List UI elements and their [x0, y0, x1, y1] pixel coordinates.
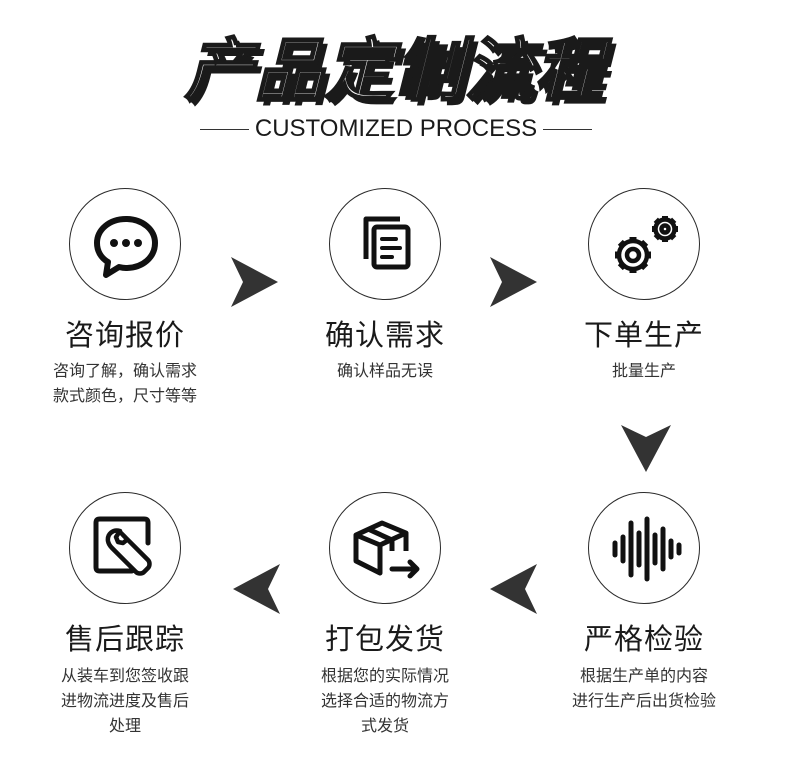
sound-wave-icon: [612, 516, 682, 582]
step-6-circle: [69, 492, 181, 604]
step-6-desc-line-2: 进物流进度及售后: [60, 691, 189, 710]
step-5-title: 打包发货: [324, 622, 445, 656]
documents-icon: [363, 216, 411, 270]
step-3-desc: 批量生产: [529, 358, 759, 383]
step-2-desc: 确认样品无误: [270, 358, 500, 383]
step-4-title: 严格检验: [583, 622, 704, 656]
arrow-left-icon: [233, 564, 280, 614]
step-6-desc-line-3: 处理: [108, 716, 141, 735]
step-4-circle: [588, 492, 700, 604]
page-title: 产品定制流程: [184, 31, 605, 113]
chat-bubble-icon: [94, 216, 158, 278]
step-1-circle: [69, 188, 181, 300]
step-3-title: 下单生产: [583, 318, 704, 352]
step-1-desc-line-1: 咨询了解，确认需求: [52, 361, 197, 380]
step-2-desc-line-1: 确认样品无误: [336, 361, 433, 380]
step-5-desc-line-3: 式发货: [360, 716, 409, 735]
arrow-right-icon: [490, 257, 537, 307]
wrench-icon: [93, 516, 152, 576]
step-1-desc: 咨询了解，确认需求 款式颜色，尺寸等等: [10, 358, 240, 408]
subtitle-row: CUSTOMIZED PROCESS: [200, 113, 593, 145]
step-1-desc-line-2: 款式颜色，尺寸等等: [52, 386, 197, 405]
step-5-desc-line-2: 选择合适的物流方: [320, 691, 449, 710]
step-5-desc: 根据您的实际情况 选择合适的物流方 式发货: [270, 663, 500, 738]
arrow-down-icon: [621, 425, 671, 472]
step-4-desc-line-2: 进行生产后出货检验: [571, 691, 716, 710]
step-3-circle: [588, 188, 700, 300]
step-1-title: 咨询报价: [64, 318, 185, 352]
step-4-desc-line-1: 根据生产单的内容: [579, 666, 708, 685]
step-2-title: 确认需求: [324, 318, 445, 352]
arrow-left-icon: [490, 564, 537, 614]
step-6-title: 售后跟踪: [64, 622, 185, 656]
subtitle-left-rule: [200, 128, 249, 130]
step-4-desc: 根据生产单的内容 进行生产后出货检验: [529, 663, 759, 713]
step-2-circle: [329, 188, 441, 300]
step-5-desc-line-1: 根据您的实际情况: [320, 666, 449, 685]
page-subtitle: CUSTOMIZED PROCESS: [254, 115, 538, 142]
subtitle-right-rule: [543, 128, 593, 130]
step-6-desc-line-1: 从装车到您签收跟: [60, 666, 189, 685]
arrow-right-icon: [231, 257, 278, 307]
shipping-box-icon: [353, 520, 420, 579]
step-6-desc: 从装车到您签收跟 进物流进度及售后 处理: [10, 663, 240, 738]
step-3-desc-line-1: 批量生产: [611, 361, 676, 380]
step-5-circle: [329, 492, 441, 604]
gears-icon: [615, 216, 678, 273]
